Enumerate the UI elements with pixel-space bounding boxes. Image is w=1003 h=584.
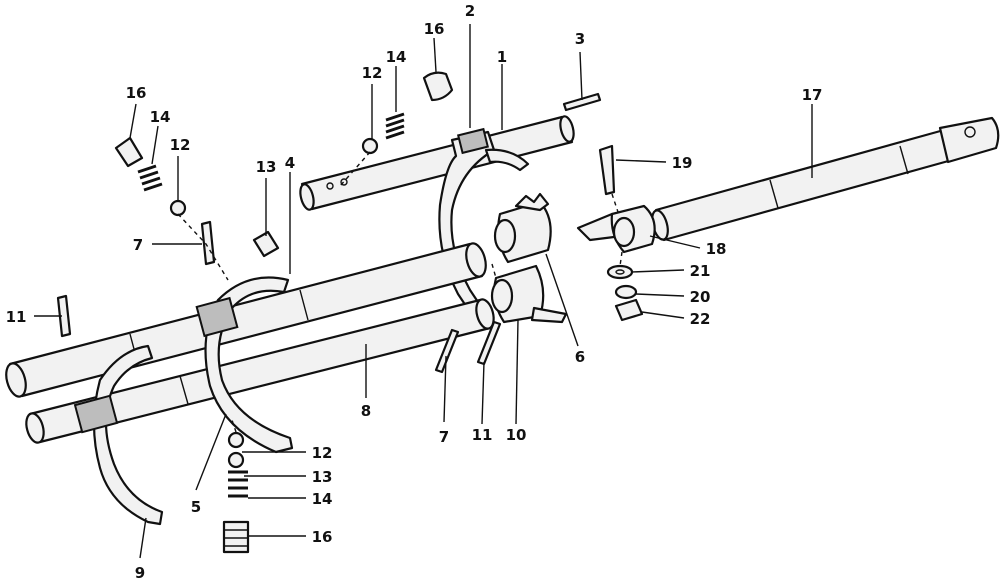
callout-14-top: 14 [386,48,407,66]
selector-rail [651,116,1000,242]
callout-17: 17 [802,86,823,104]
callout-labels: 1 2 3 4 5 6 7 7 8 9 10 11 11 12 12 12 13… [6,2,823,582]
callout-22: 22 [690,310,711,328]
leader-lines [34,24,813,559]
detent-balls [169,137,379,469]
callout-12-top: 12 [362,64,383,82]
callout-14-bottom: 14 [312,490,333,508]
middle-shift-fork [195,276,294,454]
pins [56,92,602,374]
callout-18: 18 [706,240,727,258]
assembly-lines [177,151,623,433]
callout-5: 5 [191,498,201,516]
callout-21: 21 [690,262,711,280]
callout-4: 4 [285,154,295,172]
selector-block [576,144,656,254]
callout-12-bottom: 12 [312,444,333,462]
callout-10: 10 [506,426,527,444]
callout-1: 1 [497,48,507,66]
callout-2: 2 [465,2,475,20]
springs [137,112,405,498]
top-shift-rail [299,115,575,211]
callout-7-left: 7 [133,236,143,254]
callout-19: 19 [672,154,693,172]
callout-16-top: 16 [424,20,445,38]
part-10-shift-block [490,264,568,324]
callout-7-bottom: 7 [439,428,449,446]
spring-16-lower [222,520,250,554]
callout-13-left: 13 [256,158,277,176]
plugs [114,71,454,258]
callout-9: 9 [135,564,145,582]
callout-13-bottom: 13 [312,468,333,486]
callout-14-left: 14 [150,108,171,126]
callout-16-bottom: 16 [312,528,333,546]
callout-3: 3 [575,30,585,48]
part-6-shift-block [493,192,552,264]
callout-20: 20 [690,288,711,306]
lower-shift-fork [73,344,164,526]
callout-8: 8 [361,402,371,420]
callout-16-left: 16 [126,84,147,102]
lower-shift-rail [25,298,495,444]
callout-11-left: 11 [6,308,27,326]
callout-12-left: 12 [170,136,191,154]
callout-6: 6 [575,348,585,366]
callout-11-bottom: 11 [472,426,493,444]
small-parts-20-22 [606,264,644,322]
